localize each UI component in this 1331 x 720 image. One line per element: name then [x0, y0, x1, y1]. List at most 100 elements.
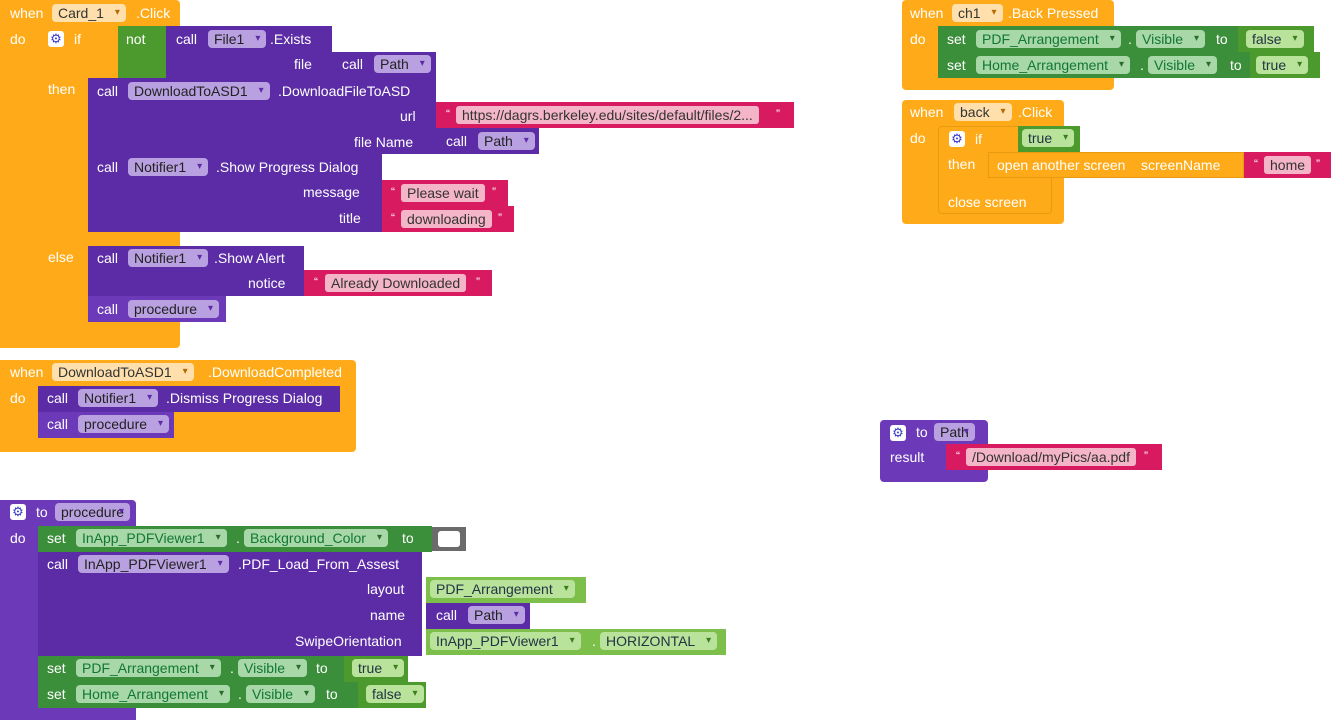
procedure-dropdown-procedure[interactable]: procedure: [78, 415, 170, 433]
open-another-screen-block[interactable]: open another screen screenName: [988, 152, 1244, 178]
method-name: .Dismiss Progress Dialog: [166, 390, 323, 406]
set-pdf-arrangement-visible-block[interactable]: set PDF_Arrangement . Visible to: [38, 656, 344, 682]
property-dropdown-visible[interactable]: Visible: [1136, 30, 1205, 48]
do-label: do: [10, 530, 26, 546]
dismiss-progress-call-block[interactable]: call Notifier1 .Dismiss Progress Dialog: [38, 386, 340, 412]
component-dropdown-home-arrangement[interactable]: Home_Arrangement: [976, 56, 1131, 74]
component-dropdown-notifier1[interactable]: Notifier1: [78, 389, 159, 407]
dot-separator: .: [1140, 57, 1144, 73]
procedure-dropdown-path[interactable]: Path: [374, 55, 431, 73]
download-file-call-block[interactable]: call DownloadToASD1 .DownloadFileToASD u…: [88, 78, 436, 154]
procedure-dropdown-path[interactable]: Path: [478, 132, 535, 150]
if-label: if: [74, 31, 81, 47]
gear-icon[interactable]: ⚙: [949, 131, 965, 147]
component-dropdown-home-arrangement[interactable]: Home_Arrangement: [76, 685, 231, 703]
screen-name-text-block[interactable]: “ home ”: [1244, 152, 1331, 178]
event-name: .Click: [136, 5, 171, 21]
set-home-arrangement-visible-block[interactable]: set Home_Arrangement . Visible to: [938, 52, 1250, 78]
false-block[interactable]: false: [358, 682, 426, 708]
boolean-dropdown-true[interactable]: true: [352, 659, 405, 677]
call-procedure-block[interactable]: call procedure: [38, 412, 174, 438]
boolean-dropdown-true[interactable]: true: [1022, 129, 1075, 147]
layout-component-block[interactable]: PDF_Arrangement: [426, 577, 586, 603]
white-color-swatch[interactable]: [438, 531, 460, 547]
notice-text-block[interactable]: “ Already Downloaded ”: [304, 270, 492, 296]
close-screen-label[interactable]: close screen: [948, 194, 1027, 210]
property-dropdown-visible[interactable]: Visible: [238, 659, 307, 677]
component-dropdown-downloadtoasd1[interactable]: DownloadToASD1: [128, 82, 270, 100]
set-pdf-arrangement-visible-block[interactable]: set PDF_Arrangement . Visible to: [938, 26, 1238, 52]
name-socket-label: name: [370, 607, 406, 623]
boolean-dropdown-false[interactable]: false: [1246, 30, 1304, 48]
when-label: when: [910, 5, 944, 21]
component-dropdown-card1[interactable]: Card_1: [52, 4, 126, 22]
show-progress-call-block[interactable]: call Notifier1 .Show Progress Dialog mes…: [88, 154, 382, 232]
component-dropdown-file1[interactable]: File1: [208, 30, 267, 48]
procedure-name-field[interactable]: Path: [934, 423, 975, 441]
method-name: .DownloadFileToASD: [278, 83, 411, 99]
true-block[interactable]: true: [344, 656, 408, 682]
property-dropdown-visible[interactable]: Visible: [1148, 56, 1217, 74]
color-block[interactable]: [432, 527, 466, 551]
call-path-block[interactable]: call Path: [332, 52, 436, 78]
component-dropdown-pdf-arrangement[interactable]: PDF_Arrangement: [976, 30, 1121, 48]
procedure-dropdown-procedure[interactable]: procedure: [128, 300, 220, 318]
quote-open: “: [391, 211, 395, 225]
when-label: when: [10, 5, 44, 21]
property-dropdown-visible[interactable]: Visible: [246, 685, 315, 703]
show-alert-call-block[interactable]: call Notifier1 .Show Alert notice: [88, 246, 304, 296]
orientation-dropdown-horizontal[interactable]: HORIZONTAL: [600, 632, 718, 650]
gear-icon[interactable]: ⚙: [890, 425, 906, 441]
call-label: call: [176, 31, 198, 47]
not-block[interactable]: not: [118, 26, 166, 78]
component-dropdown-inapp-pdfviewer1[interactable]: InApp_PDFViewer1: [76, 529, 227, 547]
component-dropdown-pdf-arrangement[interactable]: PDF_Arrangement: [76, 659, 221, 677]
boolean-dropdown-false[interactable]: false: [366, 685, 424, 703]
component-dropdown-back[interactable]: back: [954, 103, 1012, 121]
procedure-name-field[interactable]: procedure: [55, 503, 131, 521]
component-dropdown-pdf-arrangement[interactable]: PDF_Arrangement: [430, 580, 575, 598]
true-block[interactable]: true: [1018, 126, 1080, 152]
component-dropdown-ch1[interactable]: ch1: [952, 4, 1003, 22]
path-text-block[interactable]: “ /Download/myPics/aa.pdf ”: [946, 444, 1162, 470]
to-label: to: [1230, 57, 1242, 73]
set-label: set: [947, 57, 966, 73]
title-text-block[interactable]: “ downloading ”: [382, 206, 514, 232]
dot-separator: .: [236, 530, 240, 546]
quote-open: “: [956, 449, 960, 463]
component-dropdown-inapp-pdfviewer1[interactable]: InApp_PDFViewer1: [78, 555, 229, 573]
to-label: to: [402, 530, 414, 546]
title-value[interactable]: downloading: [401, 210, 492, 228]
pdf-load-call-block[interactable]: call InApp_PDFViewer1 .PDF_Load_From_Ass…: [38, 552, 422, 656]
true-block[interactable]: true: [1250, 52, 1320, 78]
if-label: if: [975, 131, 982, 147]
component-dropdown-downloadtoasd1[interactable]: DownloadToASD1: [52, 363, 194, 381]
call-path-block[interactable]: call Path: [426, 603, 530, 629]
message-value[interactable]: Please wait: [401, 184, 485, 202]
file-exists-call-block[interactable]: call File1 .Exists file: [166, 26, 332, 78]
property-dropdown-background-color[interactable]: Background_Color: [244, 529, 388, 547]
notice-value[interactable]: Already Downloaded: [325, 274, 467, 292]
call-label: call: [436, 607, 458, 623]
screen-name-value[interactable]: home: [1264, 156, 1312, 174]
boolean-dropdown-true[interactable]: true: [1256, 56, 1309, 74]
url-text-block[interactable]: “ https://dagrs.berkeley.edu/sites/defau…: [436, 102, 794, 128]
method-name: .Show Progress Dialog: [216, 159, 359, 175]
procedure-dropdown-path[interactable]: Path: [468, 606, 525, 624]
component-dropdown-inapp-pdfviewer1[interactable]: InApp_PDFViewer1: [430, 632, 581, 650]
false-block[interactable]: false: [1238, 26, 1314, 52]
gear-icon[interactable]: ⚙: [48, 31, 64, 47]
swipe-orientation-helper-block[interactable]: InApp_PDFViewer1 . HORIZONTAL: [426, 629, 726, 655]
call-procedure-block[interactable]: call procedure: [88, 296, 226, 322]
url-value[interactable]: https://dagrs.berkeley.edu/sites/default…: [456, 106, 759, 124]
message-text-block[interactable]: “ Please wait ”: [382, 180, 508, 206]
component-dropdown-notifier1[interactable]: Notifier1: [128, 249, 209, 267]
component-dropdown-notifier1[interactable]: Notifier1: [128, 158, 209, 176]
then-label: then: [948, 156, 976, 172]
url-socket-label: url: [400, 108, 416, 124]
set-home-arrangement-visible-block[interactable]: set Home_Arrangement . Visible to: [38, 682, 358, 708]
call-path-block[interactable]: call Path: [436, 128, 539, 154]
gear-icon[interactable]: ⚙: [10, 504, 26, 520]
path-value[interactable]: /Download/myPics/aa.pdf: [966, 448, 1136, 466]
set-background-color-block[interactable]: set InApp_PDFViewer1 . Background_Color …: [38, 526, 432, 552]
